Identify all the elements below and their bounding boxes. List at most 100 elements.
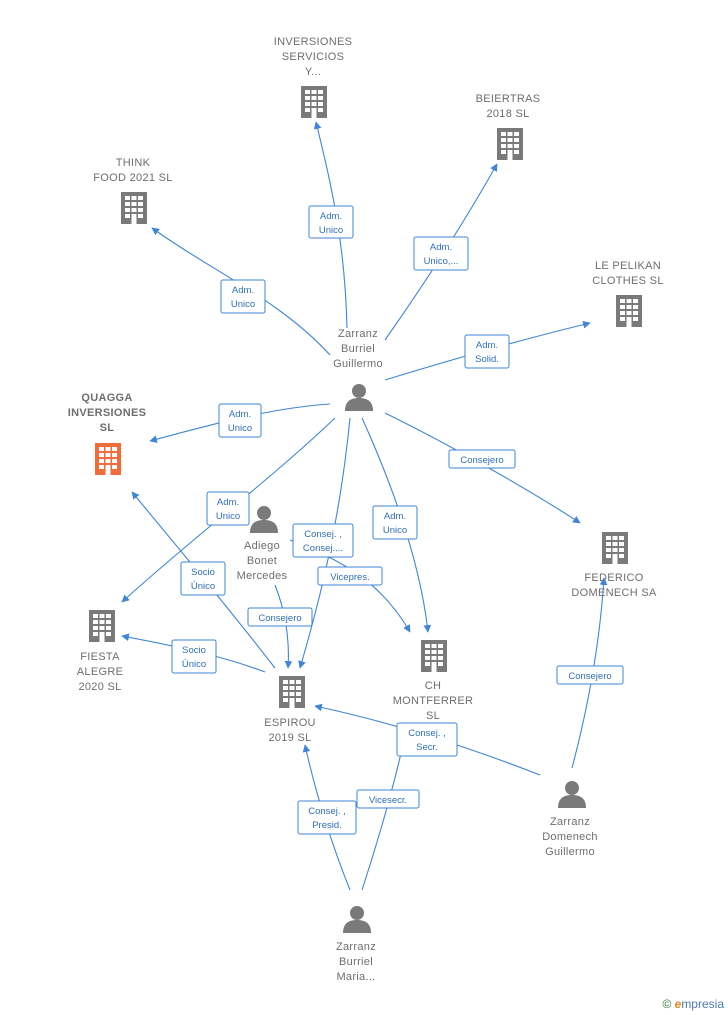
edge-label-line: Consejero [258,613,301,624]
building-icon [89,610,115,642]
copyright-icon: © [662,997,672,1011]
edge-label-line: Adm. [476,340,498,351]
edge-label-line: Adm. [320,211,342,222]
edge-label-box[interactable]: Consej. , Presid. [297,800,357,835]
node-label-line: FIESTA [80,651,120,663]
edges-layer [121,121,608,891]
node-label-line: Zarranz [338,328,378,340]
node-label-line: Burriel [339,956,373,968]
edge-label-box[interactable]: Adm. Unico [220,279,266,314]
edge-label-box[interactable]: Vicesecr. [356,789,420,809]
person-node-zarranz-burriel-maria[interactable]: Zarranz Burriel Maria... [336,906,376,983]
company-node-pelikan[interactable]: LE PELIKAN CLOTHES SL [592,260,663,327]
edge-label-line: Unico [216,511,240,522]
edge-label-line: Adm. [229,409,251,420]
edge-label-line: Unico [228,423,252,434]
node-label-line: CLOTHES SL [592,275,663,287]
company-node-espirou[interactable]: ESPIROU 2019 SL [264,676,316,744]
edge-label-box[interactable]: Adm. Unico [308,205,354,239]
node-label-line: ALEGRE [77,666,123,678]
edge-label-line: Vicesecr. [369,795,407,806]
edge-label-box[interactable]: Socio Único [180,561,226,596]
edge-label-line: Adm. [384,511,406,522]
edge-label-line: Socio [182,645,206,656]
company-node-ch-montferrer[interactable]: CH MONTFERRER SL [393,640,474,722]
node-label-line: ESPIROU [264,717,316,729]
building-icon [602,532,628,564]
edge-label-line: Unico [383,525,407,536]
building-icon [121,192,147,224]
brand-footer: © empresia [662,997,724,1011]
node-label-line: Guillermo [333,358,383,370]
edge-label-line: Consej. , [408,728,446,739]
node-label-line: SERVICIOS [282,51,344,63]
edge-label-box[interactable]: Consej. , Secr. [396,722,458,757]
edge-label-box[interactable]: Consejero [247,607,313,627]
company-node-quagga[interactable]: QUAGGA INVERSIONES SL [68,392,147,475]
company-node-beiertras[interactable]: BEIERTRAS 2018 SL [476,93,541,160]
building-icon [301,86,327,118]
edge-label-line: Consej.... [303,543,343,554]
company-node-fiesta[interactable]: FIESTA ALEGRE 2020 SL [77,610,123,693]
person-node-zarranz-domenech-guillermo[interactable]: Zarranz Domenech Guillermo [542,781,598,858]
edge-label-line: Consejero [460,455,503,466]
edge-label-line: Único [182,659,206,670]
node-label-line: Bonet [247,555,277,567]
edge-label-line: Consejero [568,671,611,682]
edge-label-box[interactable]: Socio Único [171,639,217,674]
node-label-line: Guillermo [545,846,595,858]
node-label-line: FEDERICO [584,572,643,584]
node-label-line: SL [426,710,440,722]
node-label-line: SL [100,422,115,434]
edge-label-box[interactable]: Adm. Unico,... [413,236,469,271]
edge-label-box[interactable]: Adm. Unico [372,505,418,540]
edge-label-box[interactable]: Consejero [448,449,516,469]
person-icon [345,384,373,411]
edge-label-line: Solid. [475,354,499,365]
node-label-line: Zarranz [550,816,590,828]
edge-label-line: Secr. [416,742,438,753]
edge-label-box[interactable]: Vicepres. [317,566,383,586]
person-node-zarranz-burriel-guillermo[interactable]: Zarranz Burriel Guillermo [333,328,383,411]
node-label-line: DOMENECH SA [571,587,657,599]
company-node-inversiones[interactable]: INVERSIONES SERVICIOS Y... [274,36,353,118]
building-icon [497,128,523,160]
brand-logo-initial: e [674,997,682,1011]
company-node-federico[interactable]: FEDERICO DOMENECH SA [571,532,657,599]
company-node-think[interactable]: THINK FOOD 2021 SL [93,157,172,224]
node-label-line: QUAGGA [81,392,132,404]
edge-line [361,734,406,891]
edge-label-line: Unico [319,225,343,236]
edge-label-line: Socio [191,567,215,578]
node-label-line: INVERSIONES [68,407,147,419]
edge-label-box[interactable]: Adm. Solid. [464,334,510,369]
edge-label-line: Consej. , [308,806,346,817]
building-icon [279,676,305,708]
person-icon [343,906,371,933]
edge-label-line: Presid. [312,820,342,831]
node-label-line: 2019 SL [268,732,311,744]
node-label-line: Zarranz [336,941,376,953]
node-label-line: FOOD 2021 SL [93,172,172,184]
edge-label-box[interactable]: Consej. , Consej.... [292,523,354,558]
nodes-layer: INVERSIONES SERVICIOS Y... BEIERTRAS 201… [68,36,664,983]
edge-label-line: Unico [231,299,255,310]
node-label-line: Domenech [542,831,598,843]
edge-label-box[interactable]: Adm. Unico [218,403,262,438]
edge-label-line: Adm. [232,285,254,296]
edge-label-line: Consej. , [304,529,342,540]
node-label-line: Burriel [341,343,375,355]
edge-label-box[interactable]: Adm. Unico [206,491,250,526]
person-node-adiego[interactable]: Adiego Bonet Mercedes [237,506,288,582]
edge-label-line: Adm. [217,497,239,508]
edge-label-line: Vicepres. [330,572,369,583]
node-label-line: LE PELIKAN [595,260,661,272]
building-icon [95,443,121,475]
node-label-line: THINK [116,157,151,169]
node-label-line: INVERSIONES [274,36,353,48]
edge-label-line: Unico,... [424,256,459,267]
edge-label-line: Único [191,581,215,592]
node-label-line: Adiego [244,540,280,552]
edge-label-box[interactable]: Consejero [556,665,624,685]
